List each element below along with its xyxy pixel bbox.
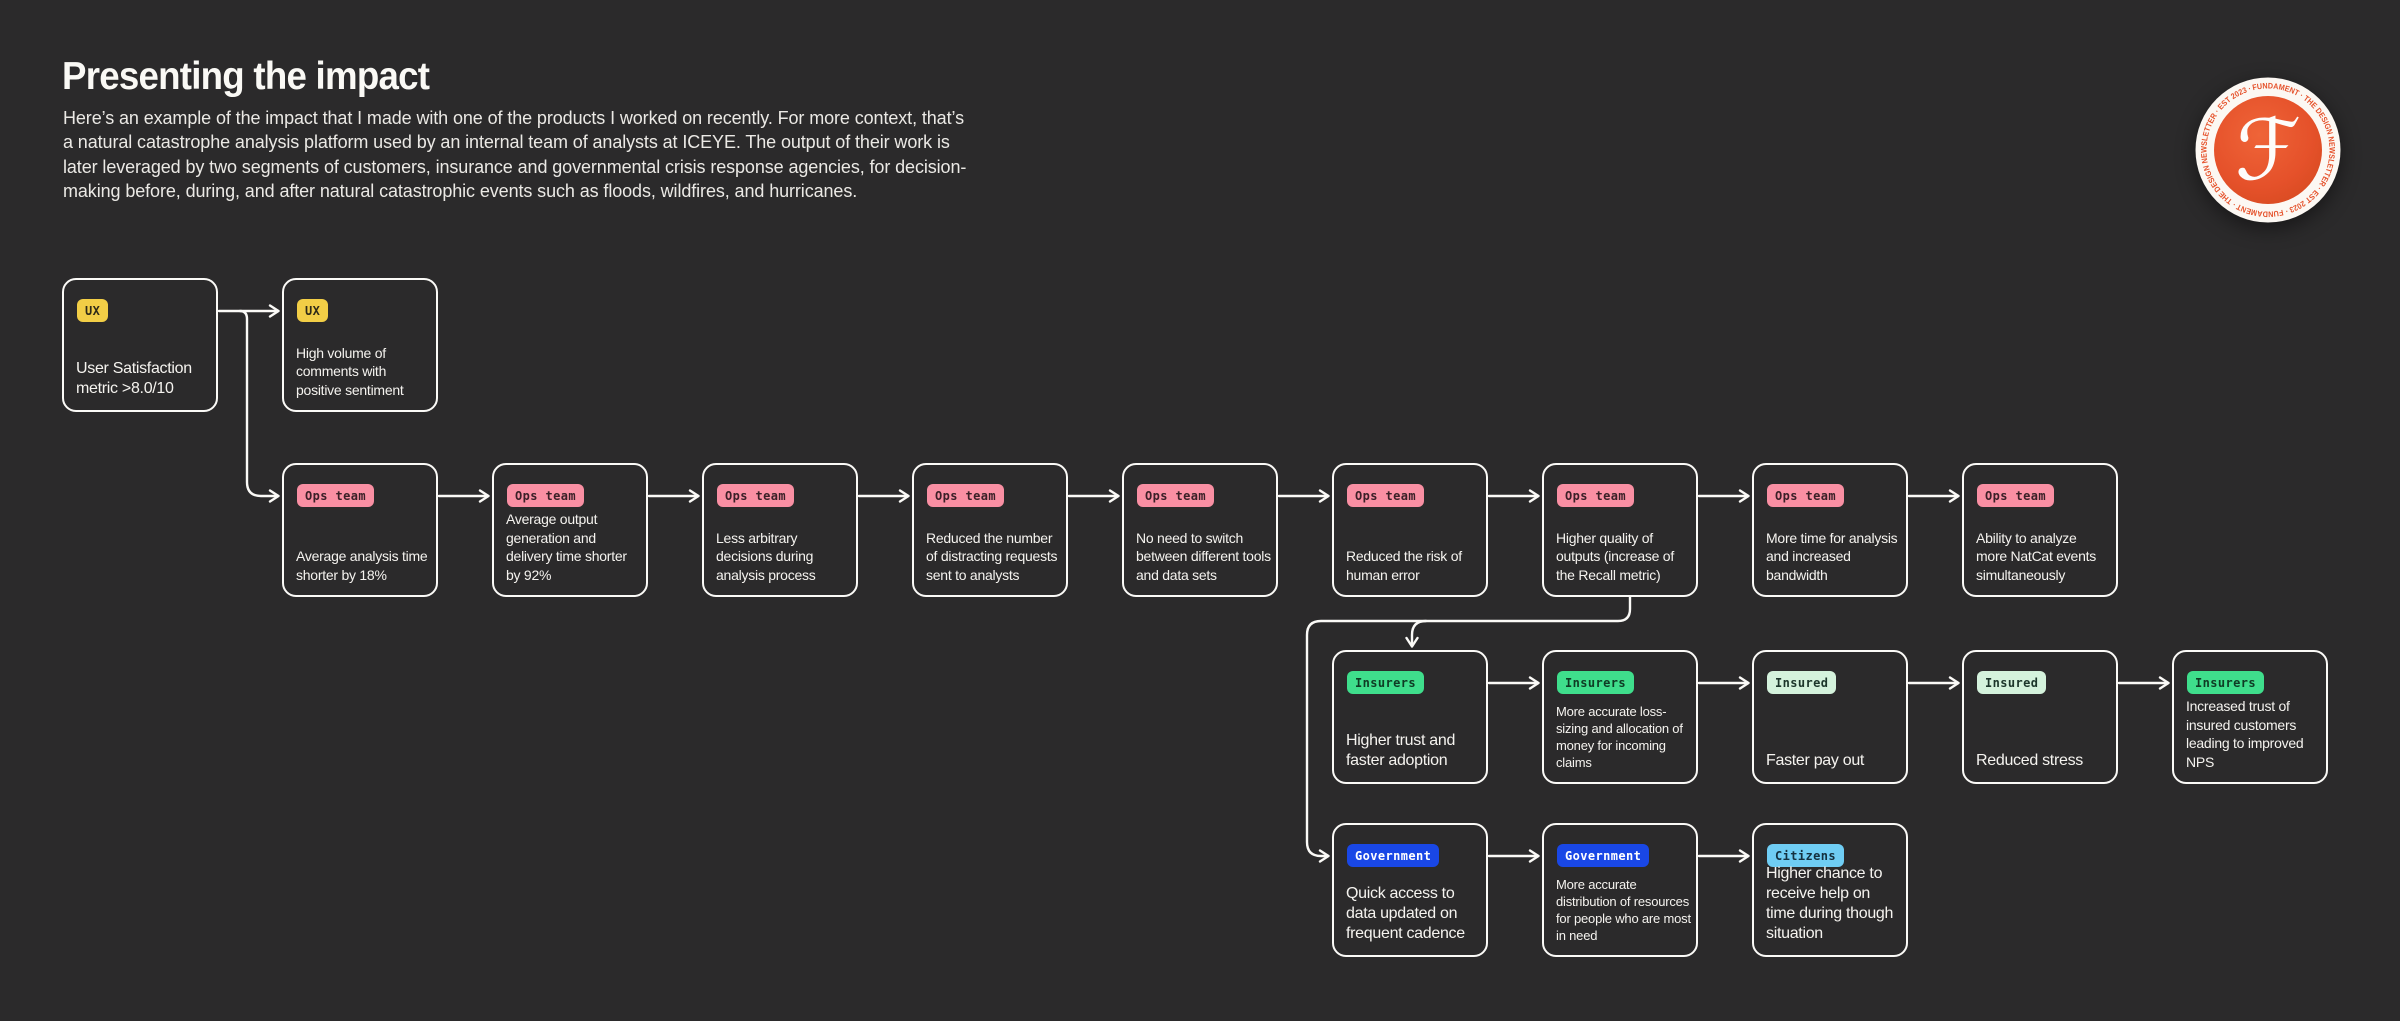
- node-text: Average analysis time shorter by 18%: [296, 548, 428, 583]
- node-tag-ops: Ops team: [717, 484, 794, 507]
- badge-inner-circle: [2214, 96, 2322, 204]
- flow-node-ux1: UX User Satisfaction metric >8.0/10: [62, 278, 218, 412]
- node-tag-ops: Ops team: [1137, 484, 1214, 507]
- flow-node-ux2: UX High volume of comments with positive …: [282, 278, 438, 412]
- node-text: User Satisfaction metric >8.0/10: [76, 360, 192, 397]
- node-tag-ops: Ops team: [507, 484, 584, 507]
- badge-monogram-f: ℱ: [2235, 101, 2301, 199]
- node-text: Higher chance to receive help on time du…: [1766, 865, 1894, 942]
- node-tag-ux: UX: [77, 299, 109, 322]
- node-tag-ops: Ops team: [297, 484, 374, 507]
- node-text: Reduced the number of distracting reques…: [926, 529, 1058, 583]
- node-text: More accurate distribution of resources …: [1556, 877, 1691, 943]
- node-tag-ops: Ops team: [1977, 484, 2054, 507]
- node-tag-ux: UX: [297, 299, 329, 322]
- node-text: Ability to analyze more NatCat events si…: [1976, 529, 2096, 583]
- node-tag-ops: Ops team: [1767, 484, 1844, 507]
- node-text: Reduced the risk of human error: [1346, 548, 1462, 583]
- intro-line: a natural catastrophe analysis platform …: [63, 132, 950, 153]
- node-text: Faster pay out: [1766, 752, 1865, 769]
- node-tag-ops: Ops team: [1557, 484, 1634, 507]
- fundament-logo-badge: FUNDAMENT · THE DESIGN NEWSLETTER · EST …: [2185, 67, 2351, 233]
- node-tag-government: Government: [1347, 844, 1440, 867]
- node-text: Average output generation and delivery t…: [506, 511, 627, 583]
- node-tag-insurers: Insurers: [2187, 671, 2264, 694]
- node-tag-ops: Ops team: [927, 484, 1004, 507]
- node-text: Less arbitrary decisions during analysis…: [716, 529, 816, 583]
- node-text: More time for analysis and increased ban…: [1766, 529, 1898, 583]
- fundament-logo-icon: FUNDAMENT · THE DESIGN NEWSLETTER · EST …: [2185, 67, 2351, 233]
- node-text: Quick access to data updated on frequent…: [1346, 885, 1465, 942]
- intro-line: later leveraged by two segments of custo…: [63, 156, 967, 177]
- node-text: Reduced stress: [1976, 752, 2083, 769]
- intro-line: making before, during, and after natural…: [63, 181, 858, 202]
- node-tag-insured: Insured: [1977, 671, 2047, 694]
- node-tag-government: Government: [1557, 844, 1650, 867]
- node-text: Higher quality of outputs (increase of t…: [1556, 529, 1674, 583]
- node-text: Higher trust and faster adoption: [1346, 732, 1456, 769]
- intro-paragraph: Here’s an example of the impact that I m…: [63, 106, 966, 204]
- node-tag-insurers: Insurers: [1347, 671, 1424, 694]
- node-tag-insurers: Insurers: [1557, 671, 1634, 694]
- node-text: Increased trust of insured customers lea…: [2186, 698, 2304, 770]
- node-tag-insured: Insured: [1767, 671, 1837, 694]
- flow-node-ops5: Ops team No need to switch between differ…: [1122, 463, 1278, 597]
- node-text: More accurate loss-sizing and allocation…: [1556, 704, 1683, 770]
- node-text: High volume of comments with positive se…: [296, 344, 404, 398]
- node-tag-ops: Ops team: [1347, 484, 1424, 507]
- page-title: Presenting the impact: [62, 55, 430, 98]
- node-text: No need to switch between different tool…: [1136, 529, 1271, 583]
- intro-line: Here’s an example of the impact that I m…: [63, 108, 964, 128]
- node-tag-citizens: Citizens: [1767, 844, 1844, 867]
